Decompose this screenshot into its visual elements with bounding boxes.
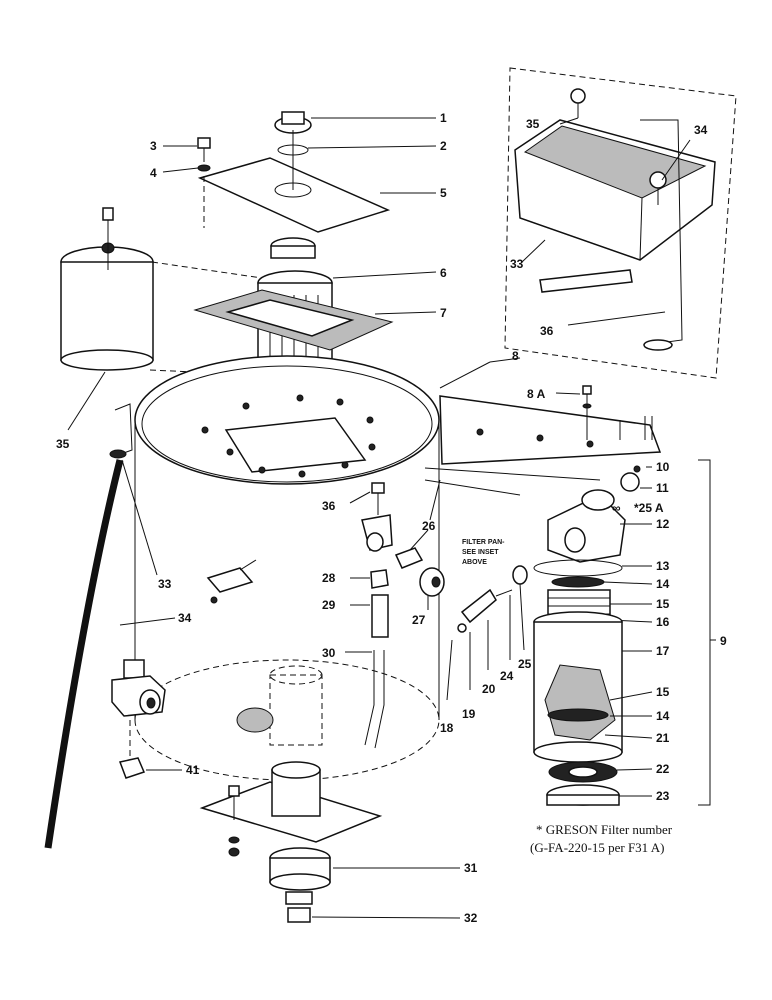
callout-18: 18 (440, 721, 454, 735)
callout-24: 24 (500, 669, 514, 683)
inset-filter-pan: 35 34 33 36 (504, 67, 737, 379)
callout-37: 33 (510, 257, 524, 271)
callout-36: 36 (322, 499, 336, 513)
callout-26: 26 (422, 519, 436, 533)
callout-35: 35 (56, 437, 70, 451)
footnote-line2: (G-FA-220-15 per F31 A) (530, 840, 664, 855)
callout-9: 9 (720, 634, 727, 648)
cover-plate-assembly (162, 111, 437, 259)
callout-41: 41 (186, 763, 200, 777)
callout-11: 11 (656, 481, 669, 495)
callout-20: 20 (482, 682, 496, 696)
callout-19: 19 (462, 707, 476, 721)
callout-17: 17 (656, 644, 670, 658)
callout-31: 31 (464, 861, 478, 875)
callout-14-top: 14 (656, 577, 670, 591)
callout-28: 28 (322, 571, 336, 585)
callout-5: 5 (440, 186, 447, 200)
callout-15-bottom: 15 (656, 685, 670, 699)
callout-32: 32 (464, 911, 478, 925)
callout-25a: *25 A (634, 501, 664, 515)
fittings-group: FILTER PAN- SEE INSET ABOVE (345, 479, 528, 749)
tank-internals (236, 665, 323, 746)
callout-22: 22 (656, 762, 670, 776)
callout-12: 12 (656, 517, 670, 531)
callout-33: 33 (158, 577, 172, 591)
inset-note-line1: FILTER PAN- (462, 539, 505, 546)
footnote: * GRESON Filter number (G-FA-220-15 per … (530, 822, 673, 855)
drain-valve (111, 659, 182, 779)
callout-15-top: 15 (656, 597, 670, 611)
inset-note-line3: ABOVE (462, 559, 487, 566)
callout-27: 27 (412, 613, 426, 627)
footnote-line1: * GRESON Filter number (536, 822, 673, 837)
callout-8: 8 (512, 349, 519, 363)
callout-14-bottom: 14 (656, 709, 670, 723)
callout-38: 34 (694, 123, 708, 137)
inset-note-line2: SEE INSET (462, 549, 499, 556)
callout-39: 35 (526, 117, 540, 131)
filter-assembly-9: ∞ (533, 459, 716, 806)
tank-8 (134, 355, 662, 781)
callout-16: 16 (656, 615, 670, 629)
callout-10: 10 (656, 460, 670, 474)
cover-35 (60, 207, 263, 431)
callout-1: 1 (440, 111, 447, 125)
callout-labels: 1 2 3 4 5 6 7 8 8 A 9 10 11 *25 A 12 13 … (56, 111, 727, 925)
callout-3: 3 (150, 139, 157, 153)
callout-30: 30 (322, 646, 336, 660)
bottom-plate-assembly (199, 761, 461, 923)
gasket-7 (193, 289, 437, 351)
callout-29: 29 (322, 598, 336, 612)
callout-4: 4 (150, 166, 157, 180)
callout-2: 2 (440, 139, 447, 153)
bolts-8a (555, 385, 653, 440)
hose-34 (44, 403, 257, 849)
callout-8a: 8 A (527, 387, 546, 401)
svg-text:∞: ∞ (612, 501, 621, 515)
callout-6: 6 (440, 266, 447, 280)
callout-7: 7 (440, 306, 447, 320)
callout-25: 25 (518, 657, 532, 671)
callout-21: 21 (656, 731, 670, 745)
callout-34: 34 (178, 611, 192, 625)
callout-40: 36 (540, 324, 554, 338)
callout-13: 13 (656, 559, 670, 573)
callout-23: 23 (656, 789, 670, 803)
